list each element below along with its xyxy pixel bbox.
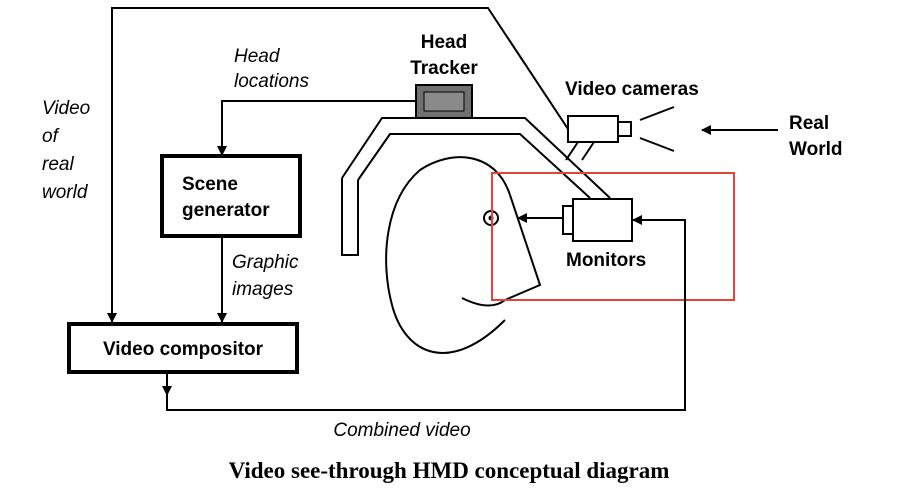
- monitor-body: [572, 198, 633, 242]
- head-locations-label-2: locations: [234, 71, 309, 92]
- video-compositor-label: Video compositor: [103, 339, 264, 360]
- video-of-real-world-label-1: Video: [42, 98, 90, 119]
- figure-caption: Video see-through HMD conceptual diagram: [228, 458, 670, 483]
- video-of-real-world-label-2: of: [42, 126, 60, 147]
- video-camera-body: [567, 115, 619, 143]
- real-world-label-2: World: [789, 139, 842, 160]
- head-locations-line: [217, 100, 416, 156]
- camera-mount: [565, 141, 579, 161]
- head-outline: [385, 156, 511, 354]
- head-tracker-label-1: Head: [421, 32, 467, 53]
- real-video-line: [107, 7, 569, 323]
- mouth: [461, 297, 506, 307]
- video-of-real-world-label-4: world: [42, 182, 89, 203]
- helmet-side: [341, 178, 359, 256]
- video-cameras-label: Video cameras: [565, 79, 699, 100]
- real-world-label-1: Real: [789, 113, 829, 134]
- graphic-images-label-2: images: [232, 279, 294, 300]
- graphic-images-label-1: Graphic: [232, 252, 299, 273]
- helmet-frame-inner: [357, 133, 591, 199]
- camera-view-ray-2: [639, 137, 675, 152]
- highlight-box: [491, 172, 735, 301]
- nose: [504, 194, 542, 301]
- video-camera-lens: [617, 121, 632, 137]
- combined-video-line: [166, 215, 686, 411]
- camera-view-ray-1: [639, 106, 675, 121]
- scene-generator-box: [160, 154, 302, 238]
- combined-video-label: Combined video: [333, 420, 470, 441]
- monitor-front: [562, 205, 574, 235]
- monitors-label: Monitors: [566, 250, 646, 271]
- head-tracker-label-2: Tracker: [410, 58, 478, 79]
- scene-generator-label-2: generator: [182, 200, 270, 221]
- head-tracker-inner: [423, 91, 465, 112]
- scene-generator-label-1: Scene: [182, 174, 238, 195]
- video-compositor-box: [67, 322, 299, 374]
- hmd-diagram: Head locations Head Tracker Video camera…: [42, 7, 842, 441]
- video-of-real-world-label-3: real: [42, 154, 74, 175]
- camera-mount-2: [581, 141, 595, 161]
- head-locations-label-1: Head: [234, 46, 281, 67]
